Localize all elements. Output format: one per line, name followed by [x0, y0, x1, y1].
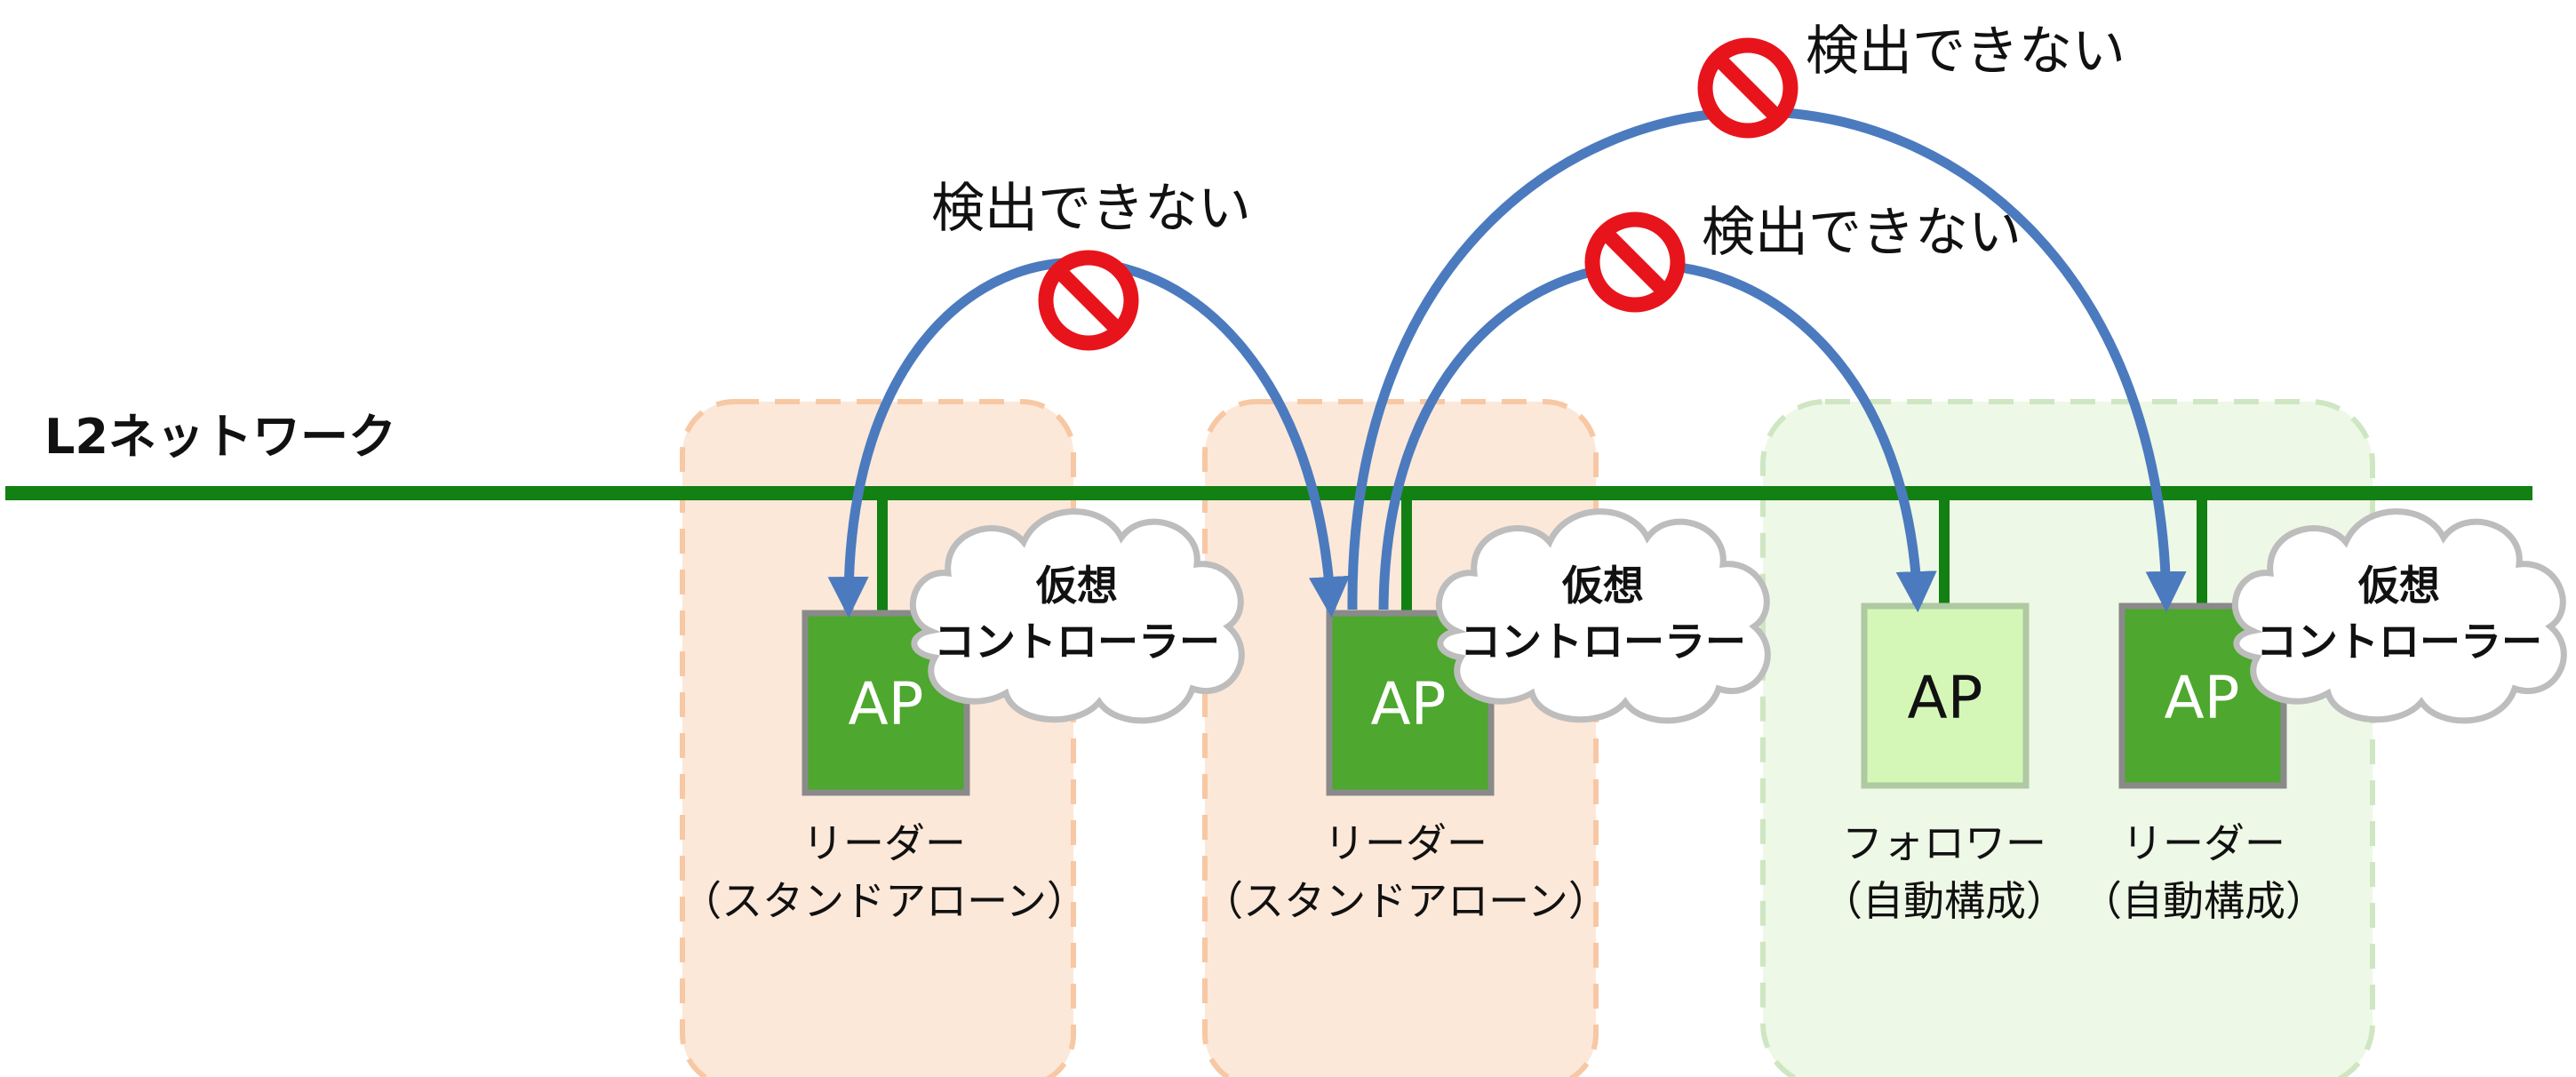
- blocked-label-1: 検出できない: [931, 178, 1251, 240]
- cloud-1: 仮想 コントローラー: [913, 512, 1241, 721]
- blocked-label-3: 検出できない: [1806, 20, 2125, 83]
- prohibit-icon-2: [1589, 216, 1681, 308]
- role-4-line2: （自動構成）: [2081, 877, 2326, 925]
- cloud-3: 仮想 コントローラー: [2235, 512, 2564, 721]
- ap-box-4: [2118, 602, 2287, 789]
- role-3-line1: フォロワー: [1842, 819, 2046, 867]
- cloud-2-line2: コントローラー: [1460, 618, 1746, 666]
- role-1-line1: リーダー: [802, 819, 966, 867]
- cloud-1-line2: コントローラー: [934, 618, 1220, 666]
- ap-label-2: AP: [1371, 670, 1447, 738]
- blocked-label-2: 検出できない: [1702, 202, 2022, 264]
- cloud-2-line1: 仮想: [1561, 562, 1644, 610]
- role-2-line1: リーダー: [1324, 819, 1487, 867]
- role-1-line2: （スタンドアローン）: [681, 877, 1088, 925]
- role-3-line2: （自動構成）: [1822, 877, 2067, 925]
- ap-label-4: AP: [2165, 664, 2240, 732]
- ap-label-1: AP: [849, 670, 924, 738]
- prohibit-icon-1: [1042, 254, 1135, 347]
- prohibit-icon-3: [1702, 42, 1794, 134]
- ap-box-3: [1861, 602, 2030, 789]
- network-label: L2ネットワーク: [44, 409, 396, 465]
- role-2-line2: （スタンドアローン）: [1202, 877, 1609, 925]
- role-4-line1: リーダー: [2122, 819, 2285, 867]
- cloud-3-line2: コントローラー: [2256, 618, 2542, 666]
- cloud-1-line1: 仮想: [1035, 562, 1118, 610]
- ap-label-3: AP: [1908, 664, 1983, 732]
- cloud-3-line1: 仮想: [2357, 562, 2440, 610]
- cloud-2: 仮想 コントローラー: [1439, 512, 1767, 721]
